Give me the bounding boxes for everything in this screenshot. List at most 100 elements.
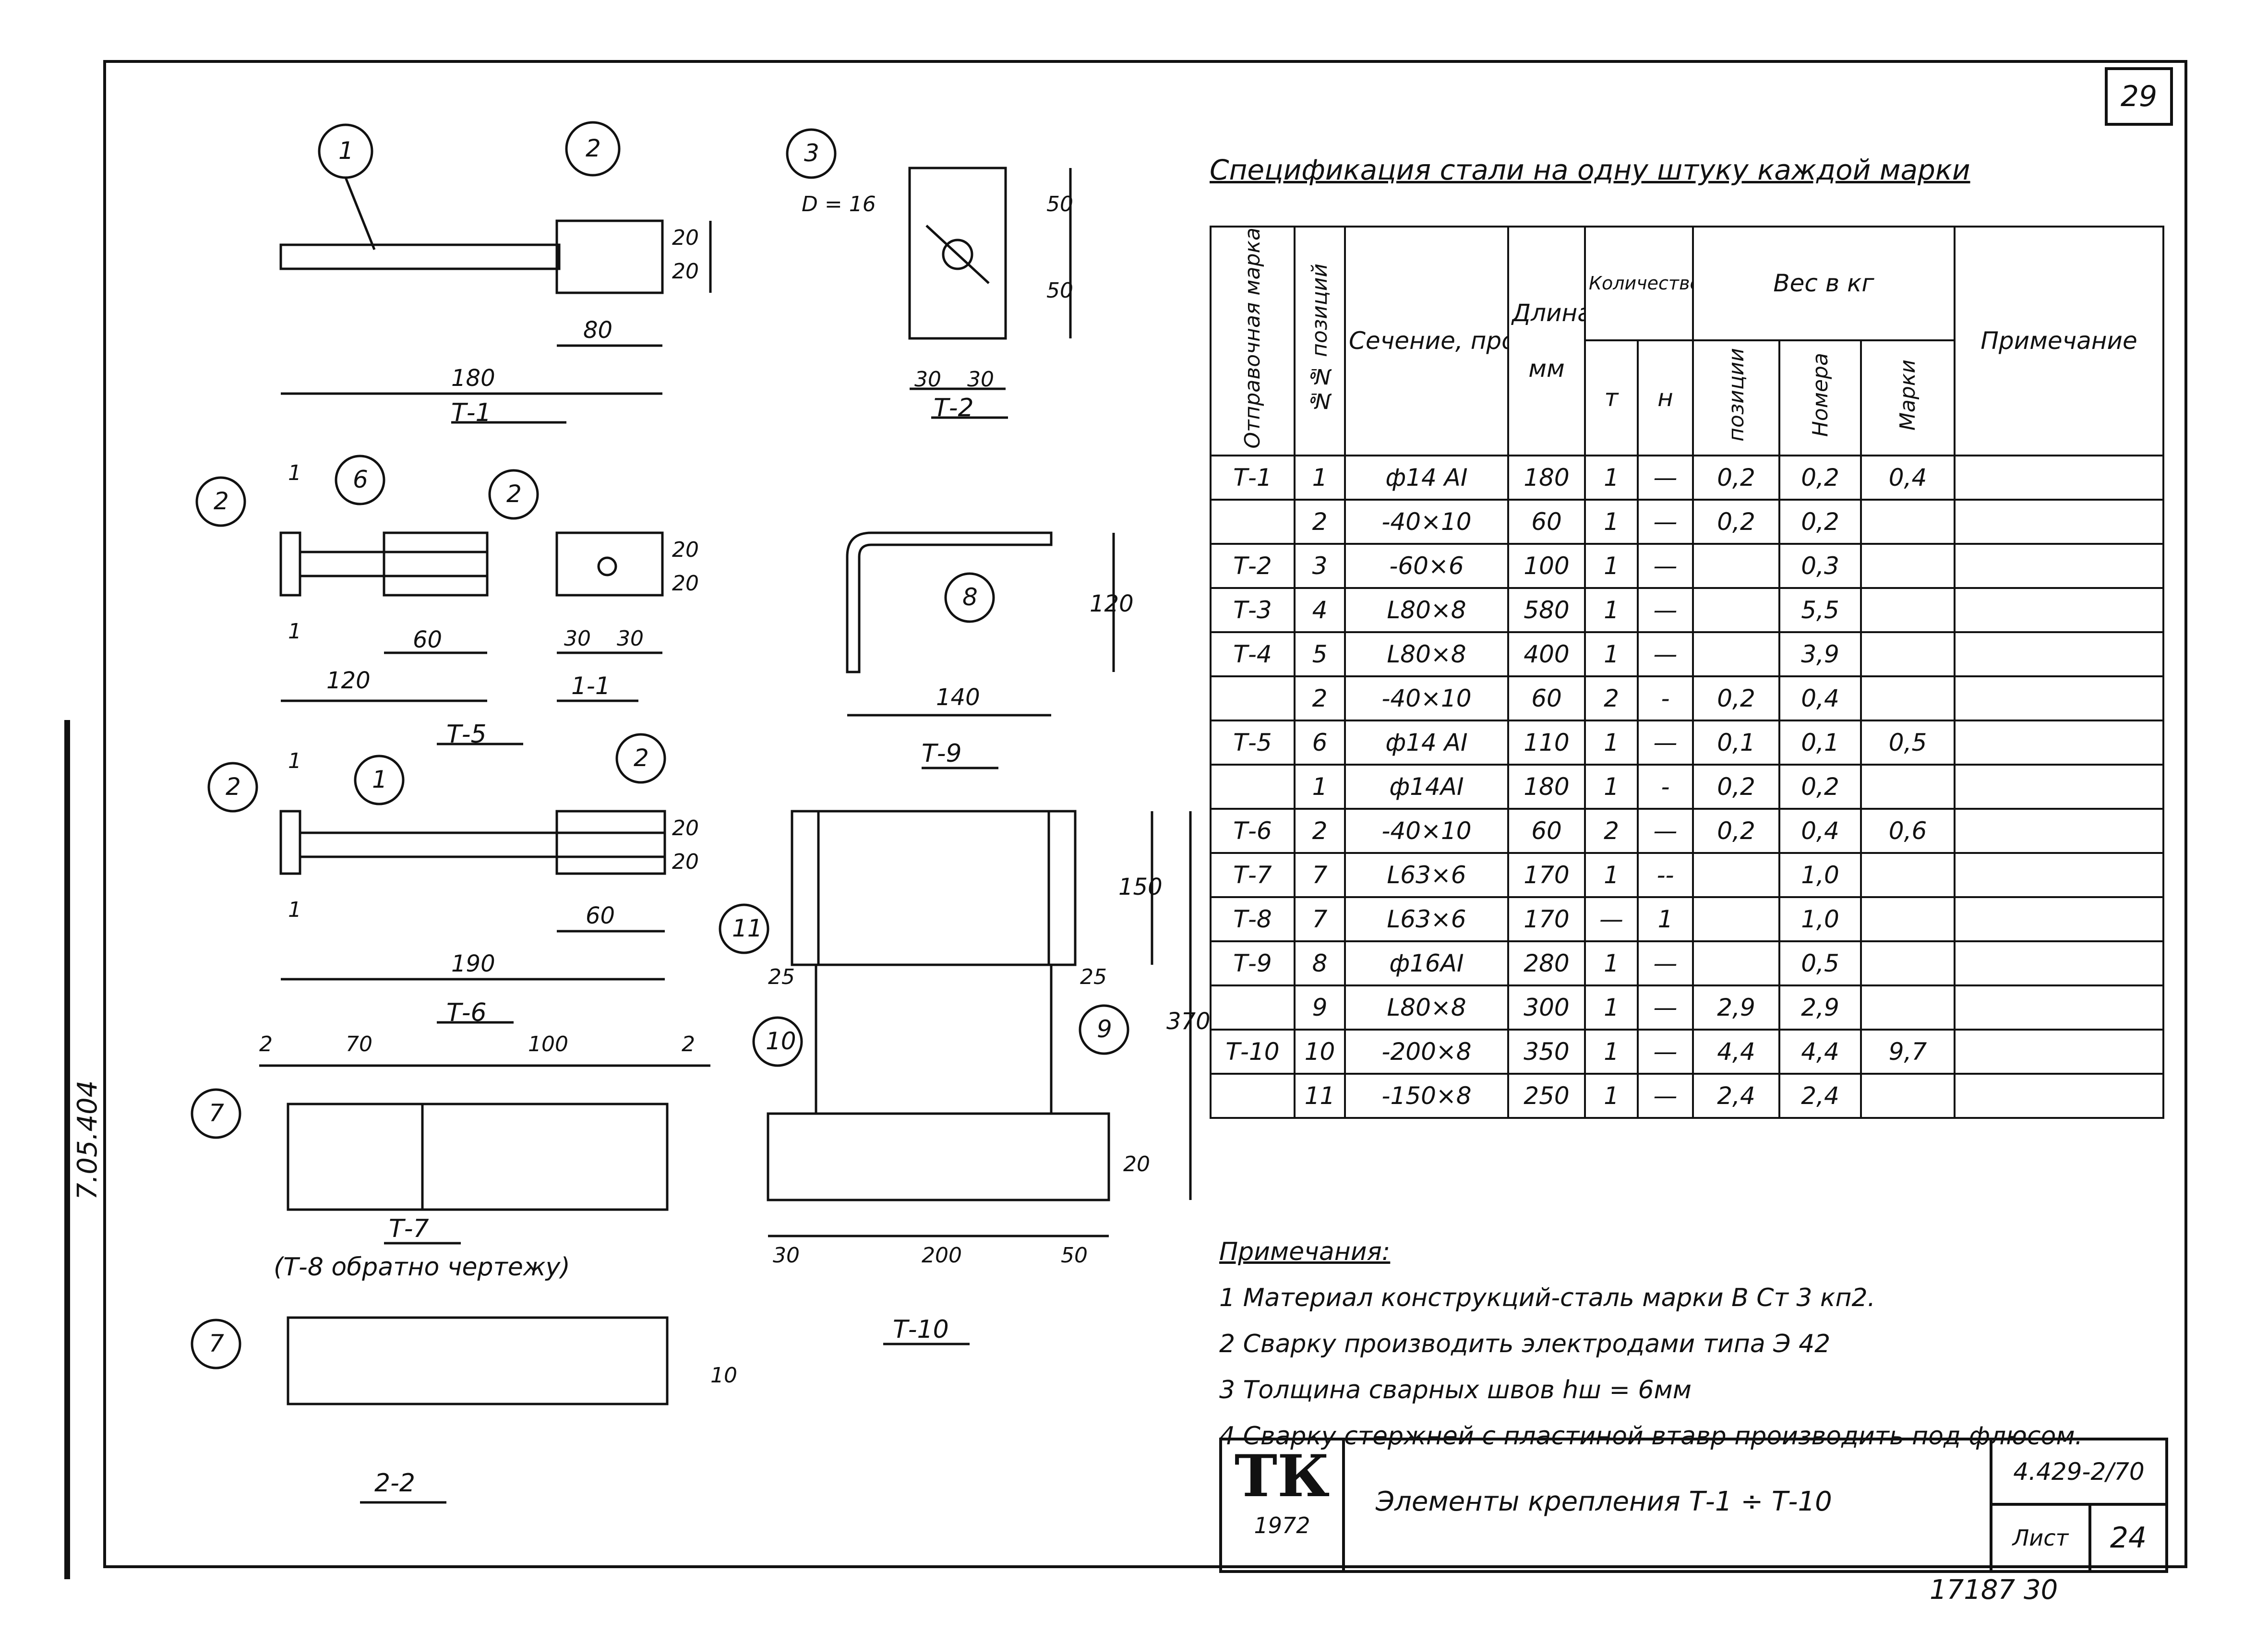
spec-cell-note: [1954, 1028, 2165, 1075]
spec-cell-n: -: [1637, 675, 1694, 721]
t6-dim-20a: 20: [672, 816, 699, 840]
spec-cell-mark: Т-5: [1210, 719, 1296, 766]
spec-cell-wn: 0,4: [1778, 807, 1862, 854]
col-qty-n: н: [1637, 339, 1694, 456]
spec-cell-wn: 0,5: [1778, 940, 1862, 986]
t7-note: (Т-8 обратно чертежу): [274, 1253, 570, 1282]
drawing-t1: [279, 121, 712, 424]
spec-cell-wp: [1692, 940, 1780, 986]
spec-cell-note: [1954, 542, 2165, 589]
year: 1972: [1254, 1512, 1310, 1538]
t2-dim-30b: 30: [967, 367, 994, 392]
t10-dim-200: 200: [922, 1243, 962, 1268]
spec-cell-length: 170: [1507, 896, 1586, 942]
t9-label: Т-9: [922, 739, 962, 768]
t5-sec-1a: 1: [288, 461, 301, 485]
t10-dim-20: 20: [1123, 1152, 1150, 1176]
spec-cell-mark: Т-4: [1210, 631, 1296, 677]
t7-label: Т-7: [389, 1214, 429, 1243]
t1-callout-2: 2: [586, 134, 601, 162]
t1-dim-20b: 20: [672, 259, 699, 284]
spec-cell-t: 1: [1584, 984, 1639, 1031]
page-number: 29: [2105, 67, 2173, 126]
spec-cell-wp: 4,4: [1692, 1028, 1780, 1075]
spec-cell-t: 1: [1584, 1072, 1639, 1119]
spec-cell-t: 1: [1584, 631, 1639, 677]
tk-logo: ТК 1972: [1222, 1440, 1345, 1570]
spec-cell-n: —: [1637, 1072, 1694, 1119]
col-pos: №№ позиций: [1294, 226, 1346, 456]
spec-cell-note: [1954, 807, 2165, 854]
drawing-section-2-2: [191, 1316, 669, 1504]
spec-cell-wm: [1860, 940, 1956, 986]
spec-cell-mark: [1210, 1072, 1296, 1119]
t6-sec-1b: 1: [288, 898, 301, 922]
spec-cell-wn: 5,5: [1778, 587, 1862, 633]
spec-cell-n: 1: [1637, 896, 1694, 942]
spec-cell-t: 1: [1584, 763, 1639, 810]
spec-cell-section: -40×10: [1344, 807, 1509, 854]
spec-cell-length: 170: [1507, 852, 1586, 898]
spec-cell-note: [1954, 763, 2165, 810]
spec-cell-length: 580: [1507, 587, 1586, 633]
spec-cell-section: ф14 АI: [1344, 454, 1509, 501]
spec-cell-mark: Т-7: [1210, 852, 1296, 898]
spec-cell-pos: 7: [1294, 896, 1346, 942]
spec-cell-wp: 0,2: [1692, 675, 1780, 721]
section-1-1-label: 1-1: [571, 672, 611, 700]
side-code: 7.05.404: [72, 1080, 103, 1200]
spec-cell-t: 2: [1584, 675, 1639, 721]
spec-cell-wm: 9,7: [1860, 1028, 1956, 1075]
spec-cell-t: 1: [1584, 940, 1639, 986]
t6-dim-60: 60: [586, 902, 615, 929]
drawing-t5: [195, 455, 664, 745]
spec-cell-n: —: [1637, 984, 1694, 1031]
spec-cell-wn: 3,9: [1778, 631, 1862, 677]
drawing-t6: [207, 733, 666, 1024]
t10-callout-11: 11: [732, 914, 763, 942]
spec-cell-note: [1954, 454, 2165, 501]
spec-cell-note: [1954, 1072, 2165, 1119]
spec-cell-wm: [1860, 896, 1956, 942]
spec-cell-wp: [1692, 631, 1780, 677]
spec-cell-wm: [1860, 852, 1956, 898]
spec-header-row-2: т н позиции Номера Марки: [1211, 339, 2163, 456]
spec-cell-length: 250: [1507, 1072, 1586, 1119]
t10-dim-370: 370: [1166, 1008, 1211, 1035]
spec-cell-wn: 2,9: [1778, 984, 1862, 1031]
spec-cell-wn: 1,0: [1778, 852, 1862, 898]
spec-cell-section: -200×8: [1344, 1028, 1509, 1075]
sheet-label: Лист: [1992, 1506, 2091, 1570]
spec-cell-wn: 2,4: [1778, 1072, 1862, 1119]
spec-cell-n: —: [1637, 587, 1694, 633]
spec-title: Спецификация стали на одну штуку каждой …: [1210, 154, 1970, 186]
spec-cell-wm: [1860, 1072, 1956, 1119]
spec-cell-pos: 5: [1294, 631, 1346, 677]
spec-cell-section: L80×8: [1344, 631, 1509, 677]
spec-cell-n: —: [1637, 1028, 1694, 1075]
document-code: 4.429-2/70: [1992, 1440, 2165, 1506]
t5-dim-20a: 20: [672, 538, 699, 562]
t5-dim-120: 120: [326, 667, 371, 694]
spec-cell-mark: [1210, 763, 1296, 810]
spec-cell-n: —: [1637, 631, 1694, 677]
spec-cell-section: L80×8: [1344, 984, 1509, 1031]
spec-cell-pos: 6: [1294, 719, 1346, 766]
t10-callout-10: 10: [766, 1027, 796, 1055]
t10-dim-50: 50: [1061, 1243, 1088, 1268]
spec-cell-note: [1954, 498, 2165, 545]
spec-cell-section: ф16АI: [1344, 940, 1509, 986]
spec-cell-wn: 0,2: [1778, 763, 1862, 810]
spec-cell-wm: [1860, 984, 1956, 1031]
spec-cell-t: 1: [1584, 1028, 1639, 1075]
logo-text: ТК: [1234, 1442, 1330, 1510]
spec-cell-n: —: [1637, 719, 1694, 766]
spec-cell-section: -40×10: [1344, 498, 1509, 545]
